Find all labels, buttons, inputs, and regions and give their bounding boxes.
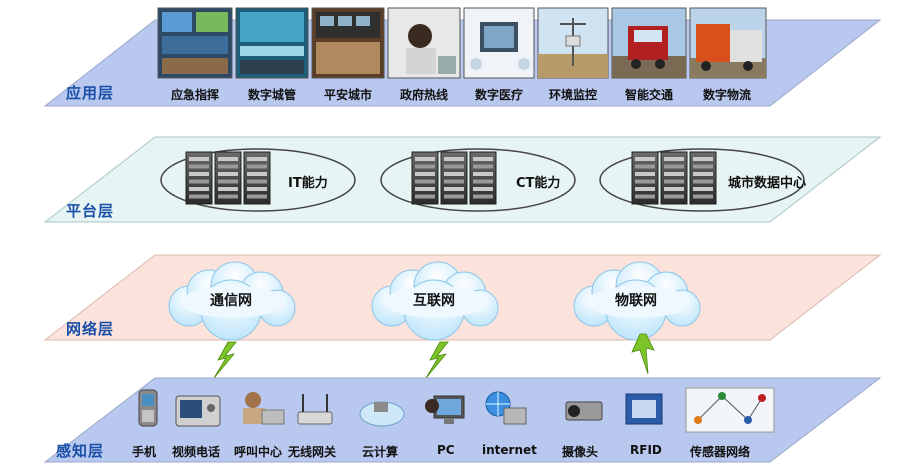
- application-item-label: 平安城市: [323, 88, 372, 102]
- application-item-label: 数字城管: [247, 88, 296, 102]
- cloud-icon: [371, 261, 499, 341]
- perception-item-label: internet: [482, 443, 537, 457]
- pc-icon: [425, 395, 465, 424]
- server-rack-icon: [440, 151, 468, 205]
- platform-items: [160, 148, 805, 212]
- city-data-center-ellipse: [599, 148, 805, 212]
- perception-item-label: PC: [437, 443, 455, 457]
- cloud-computing-icon: [359, 401, 405, 427]
- perception-item-label: 视频电话: [172, 445, 221, 459]
- perception-item-label: 云计算: [362, 445, 399, 459]
- ct-capability-ellipse: [380, 148, 576, 212]
- perception-item-label: RFID: [630, 443, 662, 457]
- call-center-icon: [243, 392, 285, 425]
- server-rack-icon: [243, 151, 271, 205]
- server-rack-icons: [185, 151, 717, 205]
- video-phone-icon: [175, 395, 221, 427]
- application-thumbnails: [157, 7, 767, 79]
- it-capability-ellipse: [160, 148, 356, 212]
- digital-logistics-photo: [689, 7, 767, 79]
- server-rack-icon: [411, 151, 439, 205]
- digital-healthcare-photo: [463, 7, 535, 79]
- perception-item-label: 呼叫中心: [234, 445, 283, 459]
- cloud-icon: [573, 261, 701, 341]
- platform-item-label: IT能力: [288, 176, 328, 191]
- network-clouds: [168, 261, 701, 341]
- rfid-icon: [625, 393, 663, 425]
- environment-monitoring-photo: [537, 7, 609, 79]
- server-rack-icon: [469, 151, 497, 205]
- network-item-label: 物联网: [615, 293, 657, 309]
- lightning-bolt-icon: [425, 341, 449, 379]
- network-item-label: 互联网: [413, 293, 455, 309]
- lightning-bolt-icon: [631, 333, 655, 375]
- perception-item-label: 摄像头: [562, 445, 599, 459]
- server-rack-icon: [689, 151, 717, 205]
- perception-item-label: 手机: [132, 445, 157, 459]
- connection-bolts: [213, 333, 655, 379]
- application-layer-label: 应用层: [66, 84, 115, 102]
- perception-item-label: 传感器网络: [690, 445, 751, 459]
- application-item-label: 应急指挥: [170, 88, 219, 102]
- cloud-icon: [168, 261, 296, 341]
- perception-item-label: 无线网关: [288, 445, 337, 459]
- application-item-label: 政府热线: [399, 88, 448, 102]
- digital-city-management-photo: [235, 7, 309, 79]
- application-item-label: 智能交通: [624, 88, 673, 102]
- server-rack-icon: [214, 151, 242, 205]
- platform-item-label: CT能力: [516, 176, 561, 191]
- internet-globe-icon: [485, 391, 527, 425]
- platform-layer-label: 平台层: [66, 202, 115, 220]
- sensor-network-icon: [685, 387, 775, 433]
- perception-devices: [138, 387, 775, 433]
- network-item-label: 通信网: [210, 293, 252, 309]
- wireless-gateway-icon: [297, 394, 333, 425]
- application-item-label: 数字医疗: [474, 88, 523, 102]
- server-rack-icon: [185, 151, 213, 205]
- camera-icon: [565, 401, 603, 421]
- perception-layer-label: 感知层: [56, 442, 105, 460]
- application-item-label: 数字物流: [702, 88, 751, 102]
- application-item-label: 环境监控: [548, 88, 597, 102]
- government-hotline-photo: [387, 7, 461, 79]
- server-rack-icon: [631, 151, 659, 205]
- mobile-phone-icon: [138, 389, 158, 427]
- server-rack-icon: [660, 151, 688, 205]
- emergency-command-photo: [157, 7, 233, 79]
- network-layer-label: 网络层: [66, 320, 115, 338]
- lightning-bolt-icon: [213, 341, 237, 379]
- platform-item-label: 城市数据中心: [728, 176, 807, 191]
- safe-city-photo: [311, 7, 385, 79]
- smart-transport-photo: [611, 7, 687, 79]
